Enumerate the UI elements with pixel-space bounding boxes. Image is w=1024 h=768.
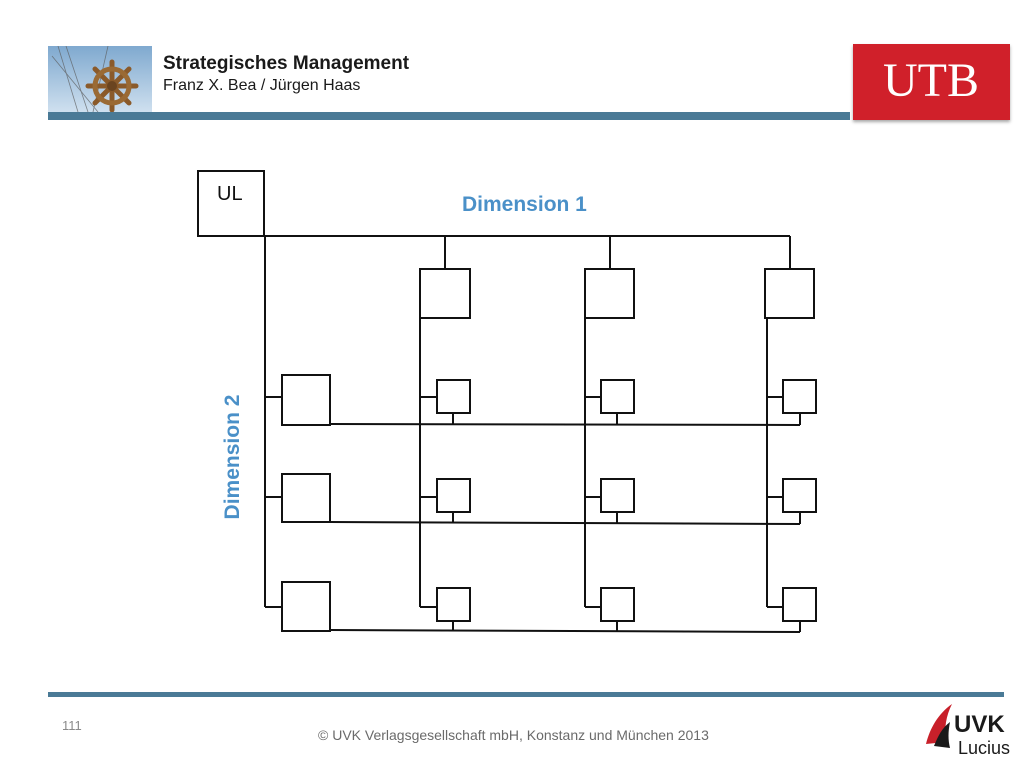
uvk-lucius-logo: UVK Lucius	[922, 700, 1010, 762]
header-ship-wheel-image	[48, 46, 152, 112]
uvk-sail-icon	[926, 704, 952, 744]
dimension2-unit-box	[281, 581, 331, 632]
dimension2-unit-box	[281, 473, 331, 523]
header-authors: Franz X. Bea / Jürgen Haas	[163, 77, 361, 94]
uvk-logo-text: UVK	[954, 711, 1005, 738]
root-unit-box	[197, 170, 265, 237]
intersection-unit-box	[436, 587, 471, 622]
header-title: Strategisches Management	[163, 53, 410, 74]
matrix-organization-diagram: UL Dimension 1 Dimension 2	[197, 170, 817, 633]
intersection-unit-box	[782, 587, 817, 622]
dimension2-unit-box	[281, 374, 331, 426]
intersection-unit-box	[600, 587, 635, 622]
intersection-unit-box	[436, 478, 471, 513]
utb-logo: UTB	[853, 44, 1010, 120]
footer-divider	[48, 692, 1004, 697]
intersection-unit-box	[600, 379, 635, 414]
page-number: 111	[62, 718, 82, 733]
dimension1-unit-box	[584, 268, 635, 319]
lucius-logo-text: Lucius	[958, 738, 1010, 758]
intersection-unit-box	[600, 478, 635, 513]
dimension1-unit-box	[419, 268, 471, 319]
copyright-notice: © UVK Verlagsgesellschaft mbH, Konstanz …	[318, 727, 709, 743]
root-unit-label: UL	[217, 183, 243, 205]
dimension1-label: Dimension 1	[462, 193, 587, 216]
intersection-unit-box	[782, 379, 817, 414]
header-divider	[48, 112, 850, 120]
intersection-unit-box	[436, 379, 471, 414]
dimension1-unit-box	[764, 268, 815, 319]
dimension2-label: Dimension 2	[221, 395, 244, 520]
intersection-unit-box	[782, 478, 817, 513]
ship-wheel-icon	[48, 46, 152, 112]
utb-logo-text: UTB	[883, 54, 979, 107]
